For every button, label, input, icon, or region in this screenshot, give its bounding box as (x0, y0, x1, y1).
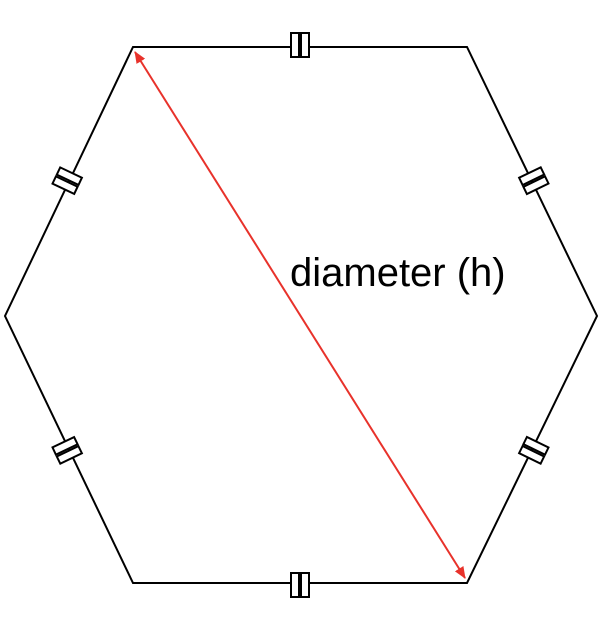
tick-mark-lower-left-2 (51, 435, 79, 457)
tick-mark-bottom-1 (300, 572, 310, 598)
tick-mark-upper-left-2 (55, 166, 84, 187)
hexagon-outline (3, 46, 599, 584)
tick-mark-upper-right-1 (517, 165, 546, 187)
tick-mark-bottom-2 (290, 572, 300, 598)
tick-mark-top-2 (300, 32, 310, 58)
tick-mark-upper-right-2 (522, 174, 550, 196)
tick-mark-lower-left-1 (55, 444, 84, 466)
tick-mark-lower-right-1 (522, 435, 550, 457)
tick-mark-upper-left-1 (51, 175, 79, 196)
equal-length-tick-marks (51, 32, 550, 598)
diameter-arrow (134, 51, 466, 579)
diameter-label: diameter (h) (290, 251, 506, 295)
tick-mark-top-1 (290, 32, 300, 58)
tick-mark-lower-right-2 (517, 444, 546, 466)
